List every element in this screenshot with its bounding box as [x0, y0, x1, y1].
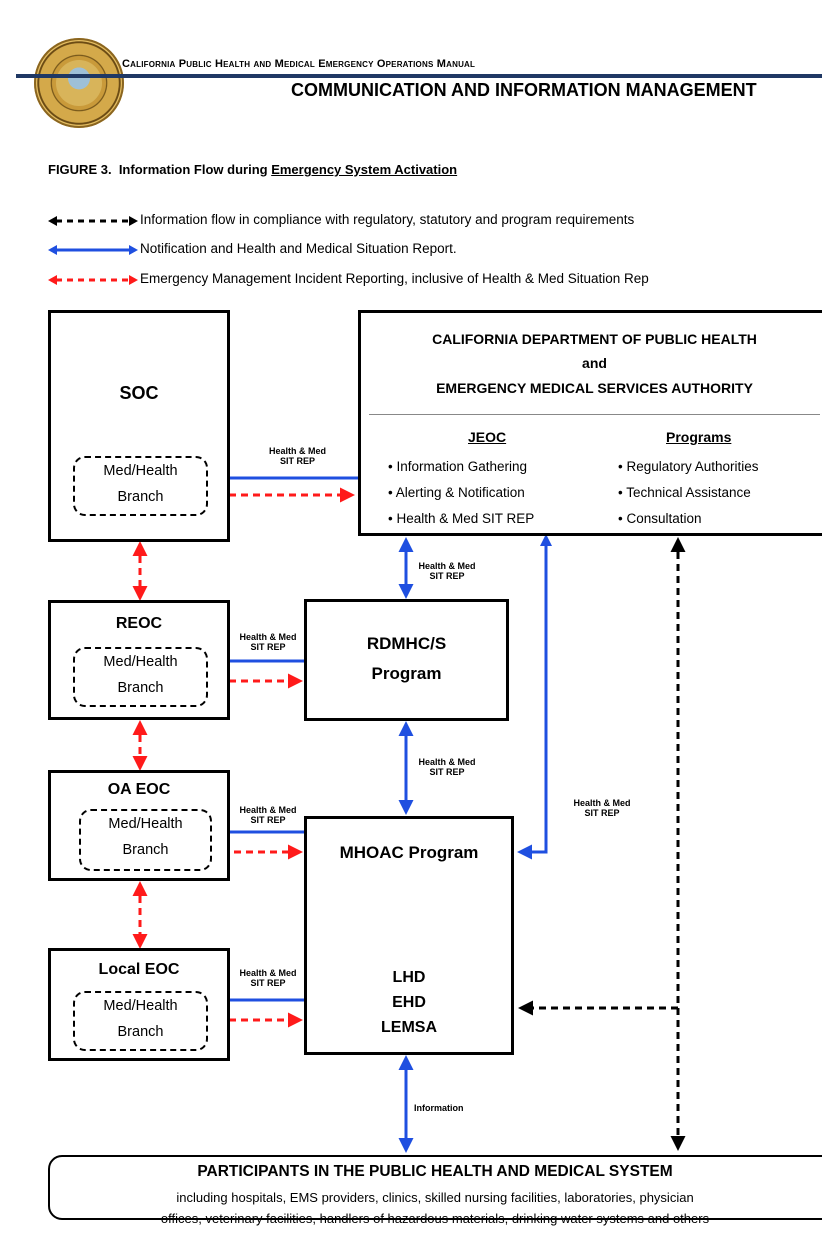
california-seal-logo: [34, 38, 124, 128]
cdph-title-line3: EMERGENCY MEDICAL SERVICES AUTHORITY: [436, 380, 753, 396]
branch-label-line2: Branch: [117, 680, 164, 696]
local-eoc-med-health-branch: Med/Health Branch: [73, 991, 208, 1051]
list-item: • Regulatory Authorities: [618, 459, 759, 474]
branch-label-line2: Branch: [117, 1024, 164, 1040]
list-item: • Alerting & Notification: [388, 485, 525, 500]
sitrep-arrow-cdph-to-mhoac: [517, 534, 552, 860]
rdmhc-title-line1: RDMHC/S: [366, 634, 447, 653]
soc-title: SOC: [119, 383, 159, 403]
branch-label-line1: Med/Health: [103, 654, 178, 670]
participants-desc-line1: including hospitals, EMS providers, clin…: [176, 1190, 694, 1205]
figure-title-plain: Information Flow during: [118, 162, 272, 177]
participants-title: PARTICIPANTS IN THE PUBLIC HEALTH AND ME…: [197, 1163, 673, 1180]
jeoc-list: • Information Gathering • Alerting & Not…: [388, 454, 534, 532]
legend-text: Information flow in compliance with regu…: [140, 212, 635, 227]
cdph-emsa-box: CALIFORNIA DEPARTMENT OF PUBLIC HEALTH a…: [358, 310, 822, 536]
soc-box: SOC Med/Health Branch: [48, 310, 230, 542]
mhoac-lhd: LHD: [392, 969, 426, 986]
branch-label-line1: Med/Health: [108, 816, 183, 832]
mhoac-title: MHOAC Program: [339, 843, 479, 862]
cdph-title-line2: and: [582, 355, 607, 371]
rdmhc-program-box: RDMHC/S Program: [304, 599, 509, 721]
mhoac-lemsa: LEMSA: [381, 1019, 437, 1036]
figure-title-underlined: Emergency System Activation: [271, 162, 458, 177]
soc-med-health-branch: Med/Health Branch: [73, 456, 208, 516]
local-eoc-title: Local EOC: [98, 961, 180, 978]
oa-eoc-title: OA EOC: [107, 781, 171, 798]
list-item: • Information Gathering: [388, 459, 528, 474]
header-rule: [16, 74, 822, 78]
local-eoc-box: Local EOC Med/Health Branch: [48, 948, 230, 1061]
manual-title: California Public Health and Medical Eme…: [122, 58, 476, 70]
mhoac-program-box: MHOAC Program LHD EHD LEMSA: [304, 816, 514, 1055]
programs-list: • Regulatory Authorities • Technical Ass…: [618, 454, 759, 532]
figure-title: FIGURE 3. Information Flow during Emerge…: [48, 162, 457, 177]
section-title: COMMUNICATION AND INFORMATION MANAGEMENT: [291, 80, 757, 100]
list-item: • Technical Assistance: [618, 485, 751, 500]
black-dashed-arrow-icon: [48, 216, 138, 226]
branch-label-line1: Med/Health: [103, 998, 178, 1014]
legend-text: Emergency Management Incident Reporting,…: [140, 271, 649, 286]
cdph-title-line1: CALIFORNIA DEPARTMENT OF PUBLIC HEALTH: [432, 331, 757, 347]
red-dashed-arrow-icon: [48, 275, 138, 285]
information-label: Information: [414, 1103, 464, 1113]
branch-label-line2: Branch: [122, 842, 169, 858]
reoc-box: REOC Med/Health Branch: [48, 600, 230, 720]
participants-desc-line2: offices, veterinary facilities, handlers…: [160, 1211, 710, 1226]
figure-label: FIGURE 3.: [48, 162, 112, 177]
rdmhc-title-line2: Program: [371, 664, 442, 683]
branch-label-line1: Med/Health: [103, 463, 178, 479]
oa-eoc-med-health-branch: Med/Health Branch: [79, 809, 212, 871]
mhoac-ehd: EHD: [392, 994, 426, 1011]
participants-box: PARTICIPANTS IN THE PUBLIC HEALTH AND ME…: [48, 1155, 822, 1226]
legend-text: Notification and Health and Medical Situ…: [140, 241, 457, 256]
cdph-divider: [369, 414, 820, 415]
list-item: • Consultation: [618, 511, 702, 526]
reoc-title: REOC: [115, 615, 163, 632]
participants-description: including hospitals, EMS providers, clin…: [50, 1187, 820, 1229]
jeoc-heading: JEOC: [468, 429, 507, 445]
blue-solid-arrow-icon: [48, 245, 138, 255]
list-item: • Health & Med SIT REP: [388, 511, 535, 526]
programs-heading: Programs: [666, 429, 732, 445]
reoc-med-health-branch: Med/Health Branch: [73, 647, 208, 707]
oa-eoc-box: OA EOC Med/Health Branch: [48, 770, 230, 881]
branch-label-line2: Branch: [117, 489, 164, 505]
